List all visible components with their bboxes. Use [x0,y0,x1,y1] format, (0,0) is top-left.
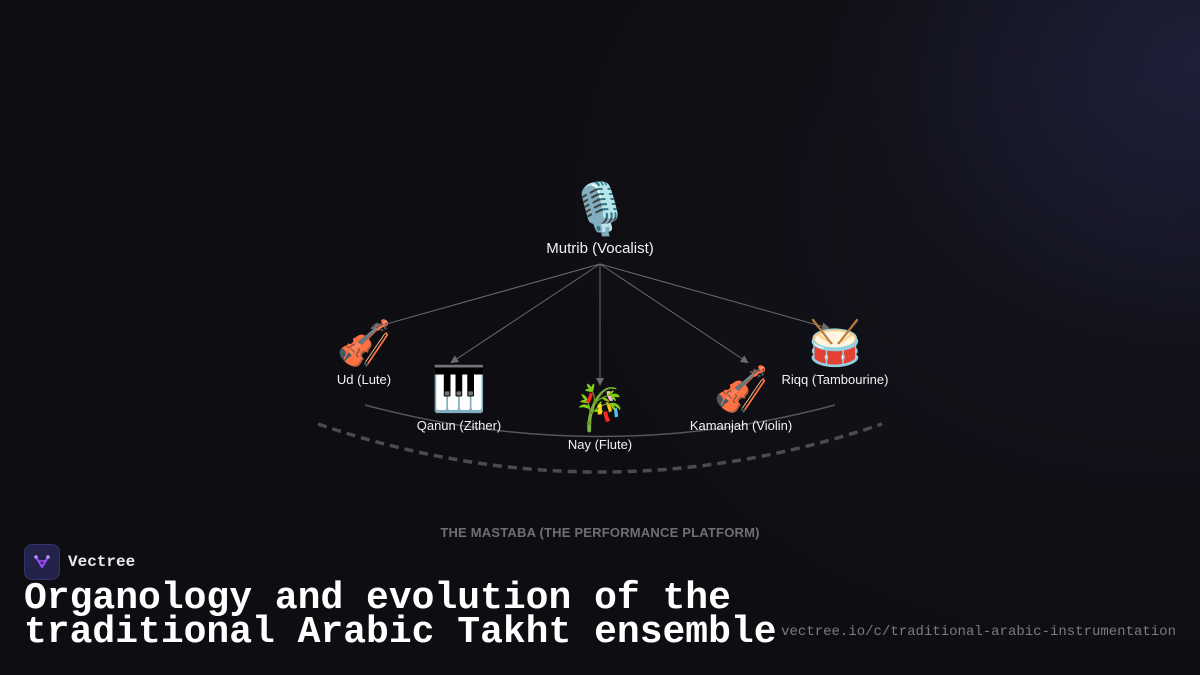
piano-keyboard-icon: 🎹 [431,364,487,415]
vocalist-node: 🎙️ Mutrib (Vocalist) [546,180,654,257]
vectree-logo-icon [24,544,60,580]
microphone-icon: 🎙️ [568,180,632,238]
instrument-node-riqq: 🥁 Riqq (Tambourine) [782,318,889,387]
brand-name: Vectree [68,553,136,571]
instrument-node-kamanjah: 🎻 Kamanjah (Violin) [690,364,792,433]
brand[interactable]: Vectree [24,544,135,580]
connector-riqq [599,263,830,331]
connector-qanun [450,263,601,364]
instrument-label-riqq: Riqq (Tambourine) [781,372,889,387]
page-title: Organology and evolution of the traditio… [24,577,777,654]
source-url[interactable]: vectree.io/c/traditional-arabic-instrume… [781,624,1176,640]
platform-label: THE MASTABA (THE PERFORMANCE PLATFORM) [440,525,760,540]
violin-icon: 🎻 [336,318,392,369]
seating-arc [364,404,836,438]
vocalist-label: Mutrib (Vocalist) [546,240,654,257]
drum-icon: 🥁 [807,318,863,369]
mastaba-platform-arc [317,422,883,474]
instrument-node-qanun: 🎹 Qanun (Zither) [417,364,502,433]
instrument-label-kamanjah: Kamanjah (Violin) [689,418,793,433]
connector-ud [370,263,601,331]
violin-icon: 🎻 [713,364,769,415]
instrument-node-ud: 🎻 Ud (Lute) [337,318,392,387]
instrument-label-nay: Nay (Flute) [567,437,633,452]
instrument-node-nay: 🎋 Nay (Flute) [568,383,632,452]
instrument-label-ud: Ud (Lute) [336,372,392,387]
instrument-label-qanun: Qanun (Zither) [416,418,502,433]
bamboo-icon: 🎋 [572,383,628,434]
connector-kamanjah [599,263,749,364]
